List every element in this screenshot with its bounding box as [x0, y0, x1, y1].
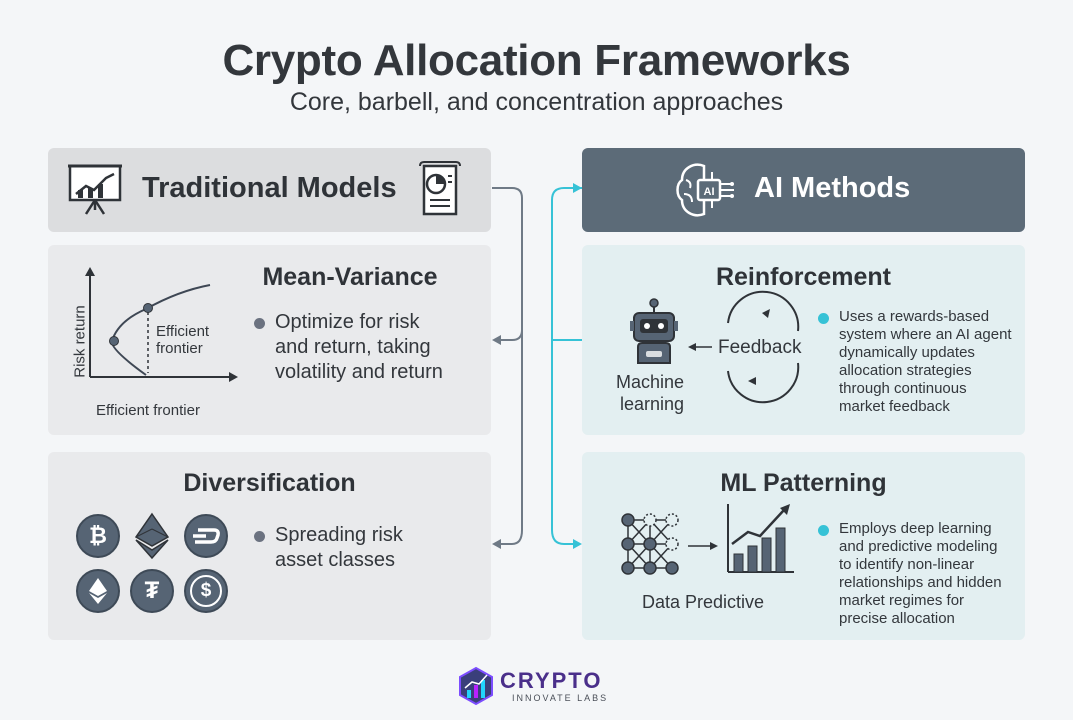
bullet-line: asset classes [275, 549, 396, 571]
tether-icon: ₮ [130, 569, 174, 613]
left-connector [492, 187, 523, 549]
bullet-line: Employs deep learning [839, 520, 992, 537]
traditional-models-header: Traditional Models [48, 148, 491, 232]
bullet-line: Optimize for risk [275, 311, 420, 333]
arrow-right-icon [688, 542, 718, 550]
ml-patterning-bullet: Employs deep learning and predictive mod… [818, 520, 1002, 628]
reinforcement-title: Reinforcement [715, 263, 892, 291]
reinforcement-card: Reinforcement Machine learning Feedback … [582, 245, 1025, 435]
ethereum-icon [134, 512, 170, 560]
bullet-line: Spreading risk [275, 524, 403, 546]
presentation-board-icon [68, 164, 122, 215]
feedback-loop-icon [688, 290, 800, 404]
diversification-title: Diversification [183, 469, 356, 497]
brand-name: CRYPTO [500, 668, 603, 693]
chart-annotation-line1: Efficient [156, 323, 210, 340]
chart-y-axis-label: Risk return [71, 305, 89, 378]
bullet-line: market regimes for [839, 592, 965, 609]
mean-variance-title: Mean-Variance [262, 263, 438, 291]
page-title: Crypto Allocation Frameworks [222, 36, 851, 85]
efficient-frontier-chart [85, 267, 238, 382]
mean-variance-bullet: Optimize for risk and return, taking vol… [254, 310, 443, 385]
ai-methods-heading: AI Methods [754, 172, 911, 204]
diversification-card: Diversification ₿ ₮ $ Spreading risk ass… [48, 452, 491, 640]
bullet-dot [818, 525, 829, 536]
bullet-line: and predictive modeling [839, 538, 998, 555]
data-predictive-label: Data Predictive [642, 592, 765, 612]
bullet-line: dynamically updates [839, 344, 975, 361]
bullet-dot [254, 318, 265, 329]
ai-chip-label: AI [704, 186, 715, 198]
bullet-line: to identify non-linear [839, 556, 975, 573]
dollar-coin-icon: $ [184, 569, 228, 613]
bullet-line: precise allocation [839, 610, 955, 627]
bullet-line: market feedback [839, 398, 950, 415]
bullet-dot [254, 531, 265, 542]
document-scroll-icon [419, 161, 461, 216]
dash-icon [184, 514, 228, 558]
bullet-line: volatility and return [275, 361, 443, 383]
chart-x-axis-label: Efficient frontier [96, 402, 200, 419]
bullet-line: system where an AI agent [839, 326, 1012, 343]
ml-patterning-title: ML Patterning [720, 469, 887, 497]
ethereum-classic-icon [76, 569, 120, 613]
chart-annotation-line2: frontier [156, 340, 203, 357]
mean-variance-card: Risk return Efficient frontier Efficient… [48, 245, 491, 435]
frontier-point-lower [109, 336, 119, 346]
page-subtitle: Core, barbell, and concentration approac… [289, 88, 784, 116]
bullet-line: Uses a rewards-based [839, 308, 990, 325]
traditional-models-heading: Traditional Models [142, 172, 397, 204]
machine-label-line1: Machine [616, 372, 685, 392]
bitcoin-icon: ₿ [76, 514, 120, 558]
robot-icon [630, 298, 678, 364]
growth-chart-icon [727, 504, 794, 573]
frontier-point-upper [143, 303, 153, 313]
neural-network-icon [621, 513, 679, 575]
bullet-line: through continuous [839, 380, 967, 397]
bullet-line: and return, taking [275, 336, 431, 358]
ml-patterning-card: ML Patterning Data [582, 452, 1025, 640]
right-connector [551, 183, 582, 549]
reinforcement-bullet: Uses a rewards-based system where an AI … [818, 308, 1012, 416]
bullet-dot [818, 313, 829, 324]
crypto-logo-icon [459, 666, 493, 706]
diversification-bullet: Spreading risk asset classes [254, 523, 403, 573]
machine-label-line2: learning [620, 394, 685, 414]
feedback-label: Feedback [718, 337, 802, 358]
brand-tagline: INNOVATE LABS [512, 693, 609, 703]
ai-brain-chip-icon: AI [676, 163, 734, 217]
ai-methods-header: AI AI Methods [582, 148, 1025, 232]
bullet-line: relationships and hidden [839, 574, 1002, 591]
bullet-line: allocation strategies [839, 362, 972, 379]
